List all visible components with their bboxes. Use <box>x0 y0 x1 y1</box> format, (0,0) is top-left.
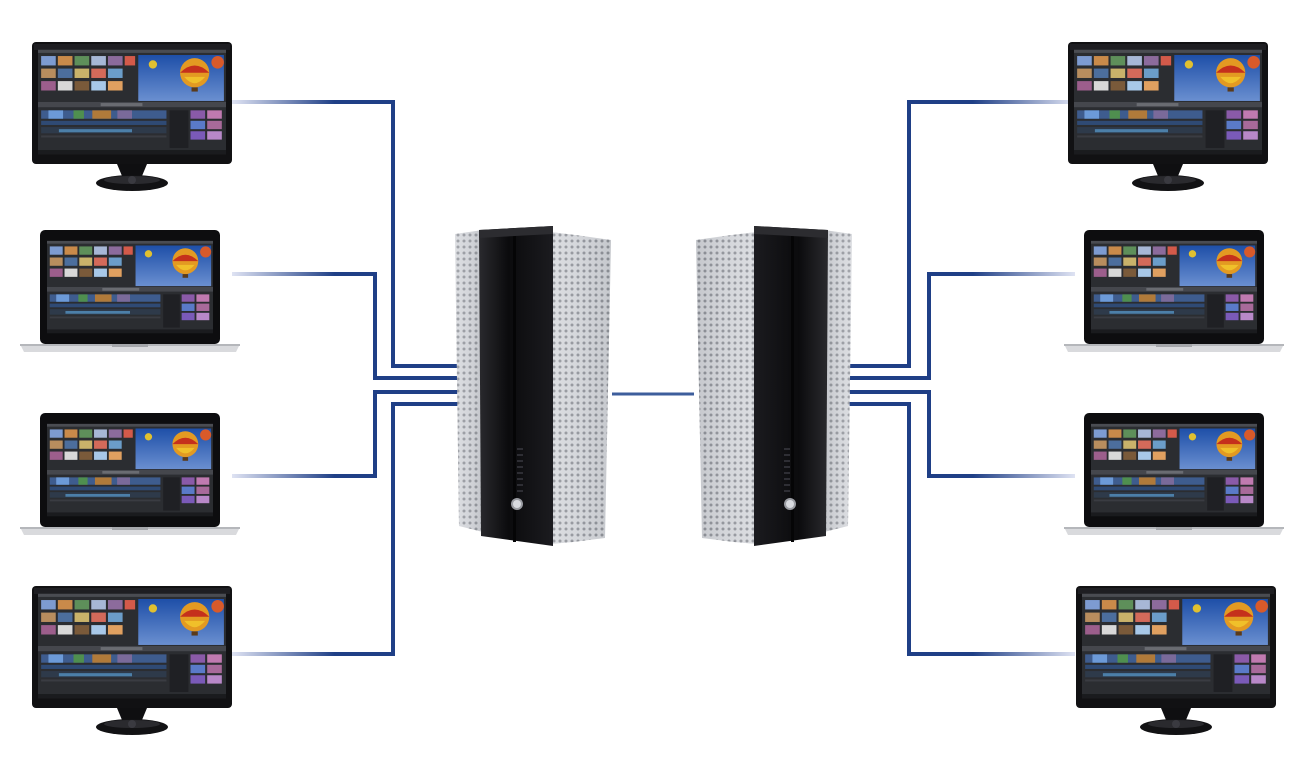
cable-l2 <box>232 272 460 380</box>
server-tower-icon <box>455 226 611 546</box>
cable-l1 <box>232 100 460 368</box>
monitor-icon <box>1068 42 1268 191</box>
monitor-icon <box>32 42 232 191</box>
cable-l3 <box>232 390 460 478</box>
cable-r2 <box>848 272 1075 380</box>
laptop-icon <box>20 413 240 535</box>
cable-l4 <box>232 402 460 656</box>
laptop-icon <box>1064 413 1284 535</box>
monitor-icon <box>32 586 232 735</box>
laptop-icon <box>1064 230 1284 352</box>
cable-r1 <box>848 100 1075 368</box>
cables-left <box>232 100 460 656</box>
cable-r4 <box>848 402 1075 656</box>
monitor-icon <box>1076 586 1276 735</box>
cables-right <box>848 100 1075 656</box>
laptop-icon <box>20 230 240 352</box>
server-tower-icon <box>696 226 852 546</box>
cable-r3 <box>848 390 1075 478</box>
